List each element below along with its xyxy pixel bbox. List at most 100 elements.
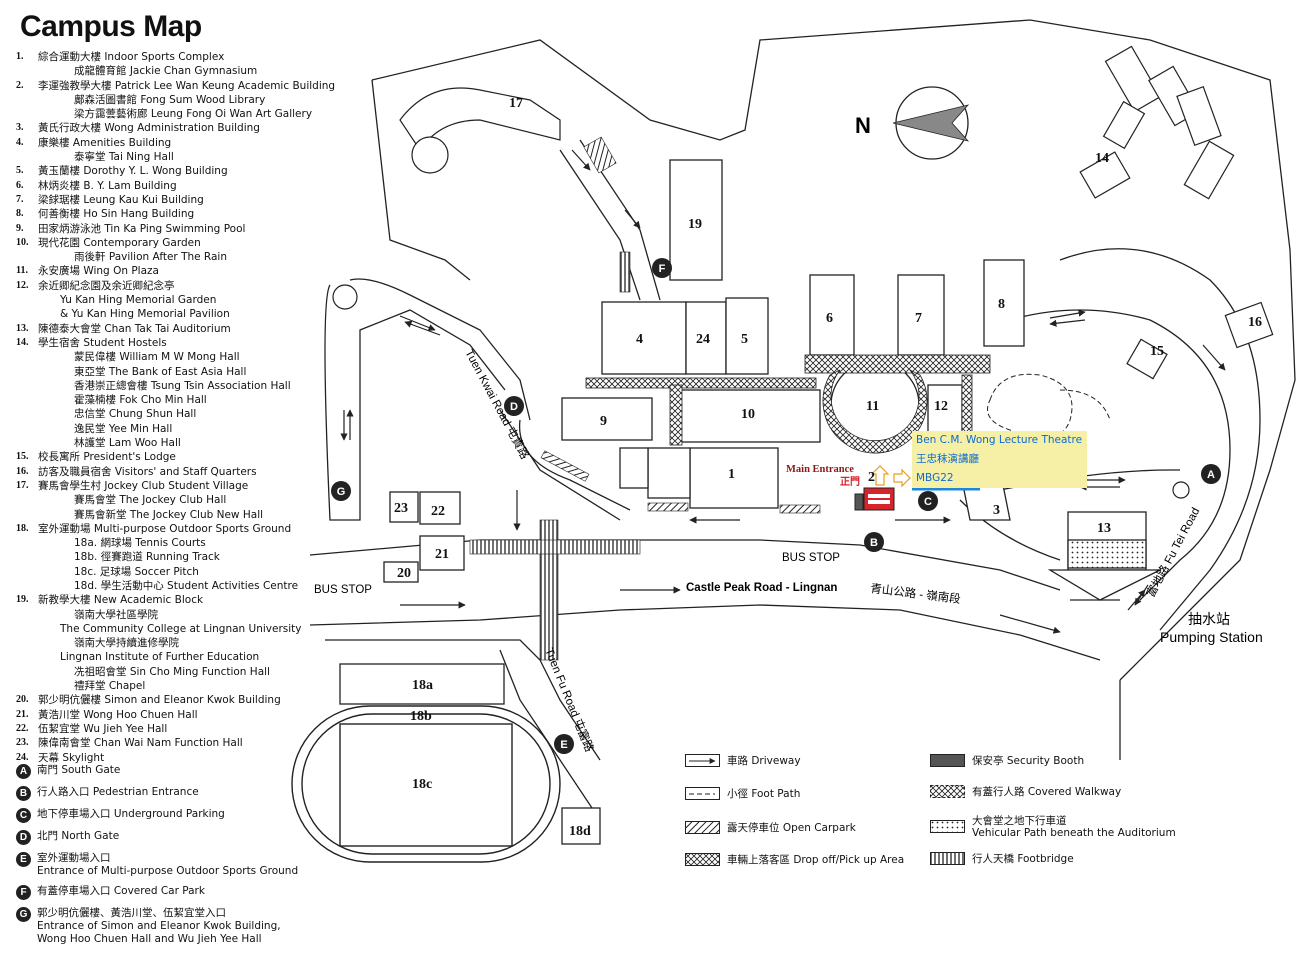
legend-number: 2.: [16, 79, 24, 91]
legend-item: 18b. 徑賽跑道 Running Track: [16, 550, 346, 564]
legend-text: 禮拜堂 Chapel: [74, 680, 146, 693]
gate-text-line: 室外運動場入口: [37, 852, 111, 864]
gate-D-marker: D: [504, 396, 524, 416]
label-18b: 18b: [410, 709, 432, 724]
legend-item: 禮拜堂 Chapel: [16, 679, 346, 693]
label-19: 19: [688, 217, 702, 232]
legend-text: 校長寓所 President's Lodge: [38, 451, 176, 464]
north-label: N: [855, 113, 871, 138]
legend-item: 23.陳偉南會堂 Chan Wai Nam Function Hall: [16, 736, 346, 750]
legend-item: 22.伍絜宜堂 Wu Jieh Yee Hall: [16, 722, 346, 736]
buildings: [339, 159, 1161, 845]
legend-item: 4.康樂樓 Amenities Building: [16, 136, 346, 150]
legend-item: 蒙民偉樓 William M W Mong Hall: [16, 350, 346, 364]
label-6: 6: [826, 311, 833, 326]
legend-item: 15. 校長寓所 President's Lodge: [16, 450, 346, 464]
svg-text:C: C: [924, 496, 932, 508]
key-vehicular-en-label: Vehicular Path beneath the Auditorium: [972, 827, 1176, 839]
gate-letter-icon: D: [16, 830, 31, 845]
gate-F-marker: F: [652, 258, 672, 278]
legend-number: 6.: [16, 179, 24, 191]
security-booth: [854, 493, 864, 511]
key-footbridge-label: 行人天橋 Footbridge: [972, 853, 1074, 865]
legend-item: 嶺南大學社區學院: [16, 608, 346, 622]
label-12: 12: [934, 399, 948, 414]
legend-number: 12.: [16, 279, 29, 291]
legend-text: 新教學大樓 New Academic Block: [38, 594, 204, 607]
building-23: [389, 491, 419, 523]
legend-number: 11.: [16, 265, 28, 277]
lecture-theatre-highlight: Ben C.M. Wong Lecture Theatre 王忠秣演講廳 MBG…: [912, 431, 1087, 488]
roads: [309, 139, 1261, 821]
legend-number: 23.: [16, 737, 29, 749]
legend-text: 東亞堂 The Bank of East Asia Hall: [74, 365, 247, 378]
roundabouts: [332, 284, 1190, 499]
label-3: 3: [993, 503, 1000, 518]
legend-text: 雨後軒 Pavilion After The Rain: [74, 251, 228, 264]
legend-text: 室外運動場 Multi-purpose Outdoor Sports Groun…: [38, 522, 292, 535]
legend-text: 成龍體育館 Jackie Chan Gymnasium: [74, 65, 258, 78]
key-driveway: 車路 Driveway: [685, 753, 801, 768]
legend-text: 綜合運動大樓 Indoor Sports Complex: [38, 51, 225, 63]
gate-G-marker: G: [331, 481, 351, 501]
svg-text:D: D: [510, 401, 518, 413]
legend-text: 賽馬會學生村 Jockey Club Student Village: [38, 479, 249, 492]
legend-item: & Yu Kan Hing Memorial Pavilion: [16, 307, 346, 321]
legend-item: 9.田家炳游泳池 Tin Ka Ping Swimming Pool: [16, 222, 346, 236]
highlight-line-2: 王忠秣演講廳: [916, 453, 979, 465]
legend-item: 10.現代花園 Contemporary Garden: [16, 236, 346, 250]
key-vehicular: 大會堂之地下行車道 Vehicular Path beneath the Aud…: [930, 815, 1176, 839]
legend-item: 18a. 網球場 Tennis Courts: [16, 536, 346, 550]
label-21: 21: [435, 547, 449, 562]
carpark-symbol-icon: [685, 820, 720, 834]
building-19: [669, 159, 723, 281]
footpaths: [987, 373, 1111, 439]
building-6: [809, 274, 855, 356]
legend-text: 嶺南大學持續進修學院: [74, 637, 179, 650]
legend-text: 學生宿舍 Student Hostels: [38, 336, 167, 349]
gate-E-marker: E: [554, 734, 574, 754]
legend-number: 1.: [16, 51, 24, 62]
building-1: [689, 447, 779, 509]
main-entrance[interactable]: [854, 465, 980, 511]
legend-text: 18c. 足球場 Soccer Pitch: [74, 565, 199, 578]
legend-text: 林炳炎樓 B. Y. Lam Building: [38, 179, 177, 192]
legend-number: 8.: [16, 208, 24, 220]
gate-markers[interactable]: A B C D E F G: [331, 258, 1221, 754]
label-18a: 18a: [412, 678, 433, 693]
legend-text: 天幕 Skylight: [38, 751, 105, 764]
legend-text: 訪客及職員宿舍 Visitors' and Staff Quarters: [38, 465, 257, 478]
legend-number: 15.: [16, 451, 29, 463]
legend-item: 7.梁銶琚樓 Leung Kau Kui Building: [16, 193, 346, 207]
key-driveway-label: 車路 Driveway: [727, 755, 801, 767]
legend-number: 24.: [16, 751, 29, 763]
legend-item: 3.黃氏行政大樓 Wong Administration Building: [16, 121, 346, 135]
legend-text: 賽馬會堂 The Jockey Club Hall: [74, 494, 227, 507]
footbridge-symbol-icon: [930, 851, 965, 865]
key-open-carpark-label: 露天停車位 Open Carpark: [727, 822, 856, 834]
label-4: 4: [636, 332, 643, 347]
legend-number: 20.: [16, 694, 29, 706]
gate-letter-icon: A: [16, 764, 31, 779]
legend-item: 5.黃玉蘭樓 Dorothy Y. L. Wong Building: [16, 164, 346, 178]
page-title: Campus Map: [20, 10, 202, 43]
building-22: [419, 491, 461, 525]
svg-text:G: G: [337, 486, 346, 498]
legend-text: 嶺南大學社區學院: [74, 608, 158, 621]
legend-text: 18a. 網球場 Tennis Courts: [74, 537, 206, 550]
gate-text-line: 地下停車場入口 Underground Parking: [37, 808, 225, 820]
gate-text-line: Wong Hoo Chuen Hall and Wu Jieh Yee Hall: [37, 933, 262, 945]
driveway-arrows: [340, 149, 1226, 634]
legend-item: 12.余近卿紀念園及余近卿紀念亭: [16, 279, 346, 293]
legend-text: Lingnan Institute of Further Education: [60, 651, 260, 664]
gate-text-line: 北門 North Gate: [37, 830, 120, 842]
label-24: 24: [696, 332, 710, 347]
sports-ground: [291, 705, 561, 863]
gate-text-line: 有蓋停車場入口 Covered Car Park: [37, 885, 205, 897]
label-1: 1: [728, 467, 735, 482]
